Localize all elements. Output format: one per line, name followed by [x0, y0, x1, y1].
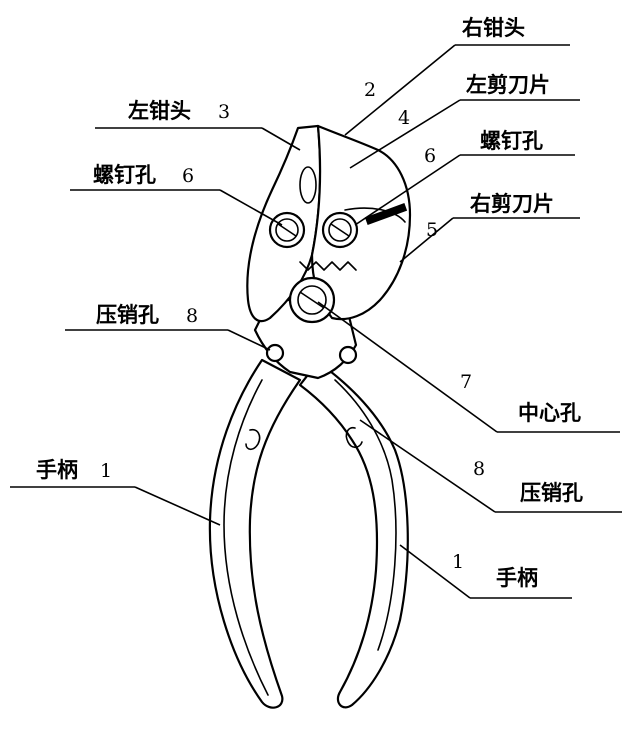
center-pivot — [288, 276, 336, 324]
num-right-jaw: 2 — [364, 79, 376, 101]
labels: 右钳头 2 左剪刀片 4 左钳头 3 螺钉孔 6 螺钉孔 6 右剪刀片 5 压销… — [36, 16, 583, 590]
right-blade — [344, 207, 406, 223]
leader-lines — [10, 44, 622, 599]
left-handle — [208, 358, 302, 709]
label-press-pin-right: 压销孔 — [520, 481, 583, 505]
num-handle-right: 1 — [452, 551, 464, 573]
press-pin-right — [338, 345, 358, 365]
screw-left — [268, 211, 306, 249]
label-left-blade: 左剪刀片 — [466, 73, 550, 97]
num-screw-hole-right: 6 — [424, 145, 436, 167]
label-handle-left: 手柄 — [36, 458, 78, 482]
label-screw-hole-left: 螺钉孔 — [93, 163, 156, 187]
num-left-jaw: 3 — [218, 101, 230, 123]
press-pin-left — [265, 343, 285, 363]
label-handle-right: 手柄 — [496, 566, 538, 590]
num-press-pin-left: 8 — [186, 305, 198, 327]
label-right-blade: 右剪刀片 — [470, 192, 554, 216]
pliers-drawing — [208, 124, 412, 709]
num-right-blade: 5 — [426, 219, 438, 241]
label-left-jaw: 左钳头 — [128, 99, 191, 123]
label-press-pin-left: 压销孔 — [96, 303, 159, 327]
num-center-hole: 7 — [460, 371, 472, 393]
label-center-hole: 中心孔 — [518, 401, 581, 425]
right-handle — [298, 360, 409, 709]
num-press-pin-right: 8 — [473, 458, 485, 480]
num-screw-hole-left: 6 — [182, 165, 194, 187]
screw-right — [321, 211, 359, 249]
label-right-jaw: 右钳头 — [462, 16, 525, 40]
num-left-blade: 4 — [398, 107, 410, 129]
blade-edge — [364, 203, 408, 225]
label-screw-hole-right: 螺钉孔 — [480, 129, 543, 153]
num-handle-left: 1 — [100, 460, 112, 482]
